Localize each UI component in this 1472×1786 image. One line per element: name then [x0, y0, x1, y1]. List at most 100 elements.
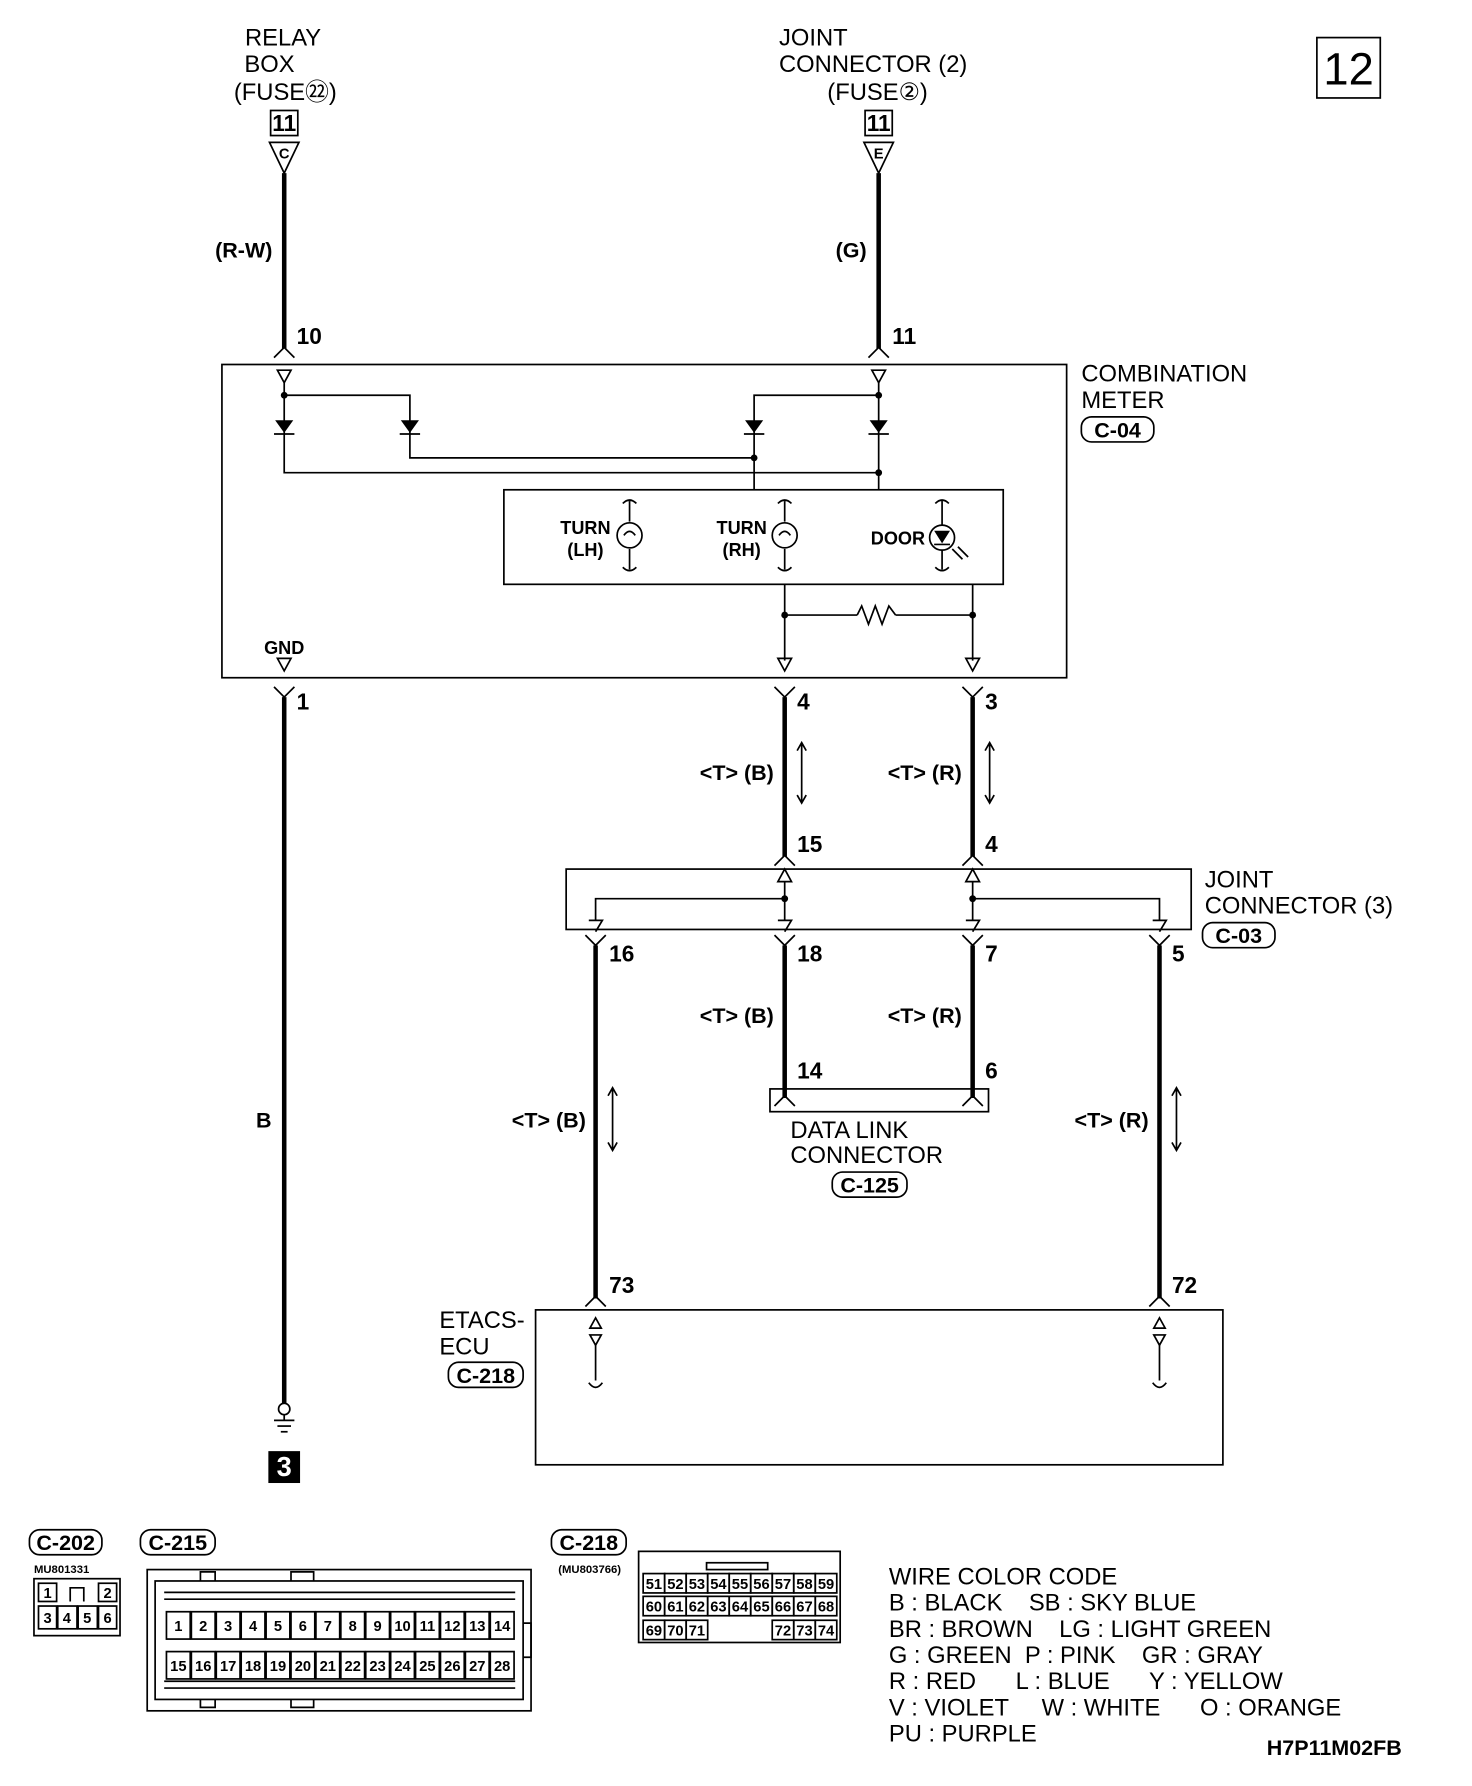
- cavity-number: 69: [646, 1624, 662, 1640]
- data-link-connector-id-box: [831, 1171, 908, 1198]
- jc3-pin-18: 18: [797, 940, 822, 966]
- jc3-pin-4: 4: [985, 831, 998, 857]
- ecu-pin-73-mark: [584, 1295, 607, 1308]
- meter-terminal-4: [776, 657, 793, 673]
- meter-pin-4-mark: [773, 686, 796, 699]
- data-link-connector-id: C-125: [840, 1173, 899, 1198]
- cavity-box: [414, 1610, 441, 1640]
- diode-icon: [274, 420, 295, 435]
- meter-terminal-11: [870, 369, 887, 385]
- legend-line: PU : PURPLE: [889, 1721, 1037, 1748]
- cavity-box: [290, 1650, 316, 1680]
- cavity-box: [389, 1610, 416, 1640]
- cavity-box: [685, 1619, 709, 1641]
- relay-box-connector-letter: C: [279, 146, 290, 162]
- combination-meter-label-1: COMBINATION: [1081, 361, 1247, 388]
- c218-part: (MU803766): [558, 1564, 621, 1576]
- c202-cavity: 4: [63, 1611, 72, 1627]
- ecu-pin-73: 73: [609, 1272, 634, 1298]
- combination-meter-id-box: [1080, 416, 1155, 443]
- cavity-box: [339, 1650, 366, 1680]
- cavity-number: 52: [667, 1577, 683, 1593]
- turn-rh-label-1: TURN: [717, 518, 767, 538]
- cavity-number: 56: [753, 1577, 769, 1593]
- cavity-box: [814, 1595, 838, 1617]
- etacs-ecu-label-1: ETACS-: [439, 1307, 524, 1334]
- relay-box-page-ref: 11: [272, 110, 296, 136]
- jc3-pin-16: 16: [609, 940, 634, 966]
- cavity-box: [814, 1572, 838, 1594]
- cavity-number: 71: [689, 1624, 705, 1640]
- cavity-box: [315, 1610, 341, 1640]
- meter-pin-1: 1: [297, 689, 310, 715]
- cavity-number: 53: [689, 1577, 705, 1593]
- cavity-number: 28: [494, 1659, 510, 1675]
- jc3-terminal-7: [965, 919, 981, 933]
- joint-connector-2-connector-letter: E: [874, 146, 884, 162]
- cavity-number: 18: [245, 1659, 261, 1675]
- cavity-box: [215, 1650, 241, 1680]
- cavity-number: 54: [710, 1577, 727, 1593]
- data-link-connector-label-2: CONNECTOR: [790, 1142, 943, 1169]
- resistor-icon: [856, 603, 897, 627]
- jc3-pin-15: 15: [797, 831, 822, 857]
- diagram-code: H7P11M02FB: [1267, 1735, 1402, 1760]
- dlc-pin-14-mark: [773, 1094, 796, 1107]
- cavity-box: [439, 1650, 466, 1680]
- c202-cavity: 3: [43, 1611, 51, 1627]
- cavity-number: 27: [469, 1659, 485, 1675]
- meter-pin-3-mark: [961, 686, 984, 699]
- ground-icon: [274, 1402, 295, 1433]
- cavity-box: [414, 1650, 441, 1680]
- etacs-ecu-box: [534, 1309, 1224, 1466]
- c202-cavity: 6: [103, 1611, 111, 1627]
- cavity-box: [265, 1650, 291, 1680]
- combination-meter-label-2: METER: [1081, 387, 1164, 414]
- joint-connector-3-id: C-03: [1215, 923, 1262, 948]
- cavity-number: 8: [349, 1619, 357, 1635]
- cavity-number: 16: [195, 1659, 211, 1675]
- meter-pin-4: 4: [797, 689, 810, 715]
- cavity-box: [190, 1610, 216, 1640]
- c215-id: C-215: [148, 1530, 207, 1555]
- ecu-terminal-72-icon: [1152, 1316, 1167, 1389]
- cavity-number: 68: [818, 1600, 834, 1616]
- legend-line: G : GREEN P : PINK GR : GRAY: [889, 1642, 1263, 1669]
- cavity-box: [190, 1650, 216, 1680]
- cavity-number: 57: [775, 1577, 791, 1593]
- ground-ref-box: [268, 1451, 301, 1484]
- joint-connector-2-page-ref: 11: [867, 110, 891, 136]
- cavity-number: 65: [753, 1600, 769, 1616]
- cavity-box: [215, 1610, 241, 1640]
- page-number-box: [1316, 36, 1382, 99]
- wire-color-ecu73: <T> (B): [512, 1108, 586, 1133]
- legend-line: BR : BROWN LG : LIGHT GREEN: [889, 1616, 1271, 1643]
- cavity-box: [364, 1610, 391, 1640]
- wire-color-ecu72: <T> (R): [1075, 1108, 1149, 1133]
- cavity-number: 63: [710, 1600, 726, 1616]
- combination-meter-box: [221, 363, 1068, 679]
- joint-connector-3-id-box: [1201, 921, 1276, 949]
- jc3-pin-5-mark: [1148, 934, 1171, 947]
- cavity-box: [489, 1610, 515, 1640]
- cavity-box: [489, 1650, 515, 1680]
- joint-connector-3-label-1: JOINT: [1205, 866, 1274, 893]
- cavity-number: 13: [469, 1619, 485, 1635]
- joint-connector-3-box: [565, 868, 1193, 931]
- joint-connector-3-label-2: CONNECTOR (3): [1205, 892, 1393, 919]
- diode-icon: [868, 420, 889, 435]
- etacs-ecu-label-2: ECU: [439, 1333, 489, 1360]
- door-led-icon: [928, 499, 969, 572]
- etacs-ecu-id: C-218: [456, 1363, 515, 1388]
- legend-title: WIRE COLOR CODE: [889, 1563, 1117, 1590]
- cavity-number: 59: [818, 1577, 834, 1593]
- ground-ref: 3: [277, 1451, 292, 1482]
- cavity-number: 14: [494, 1619, 511, 1635]
- turn-rh-label-2: (RH): [723, 540, 761, 560]
- cavity-box: [814, 1619, 838, 1641]
- cavity-number: 2: [199, 1619, 207, 1635]
- joint-connector-2-connector-arrow: [862, 141, 895, 176]
- cavity-box: [364, 1650, 391, 1680]
